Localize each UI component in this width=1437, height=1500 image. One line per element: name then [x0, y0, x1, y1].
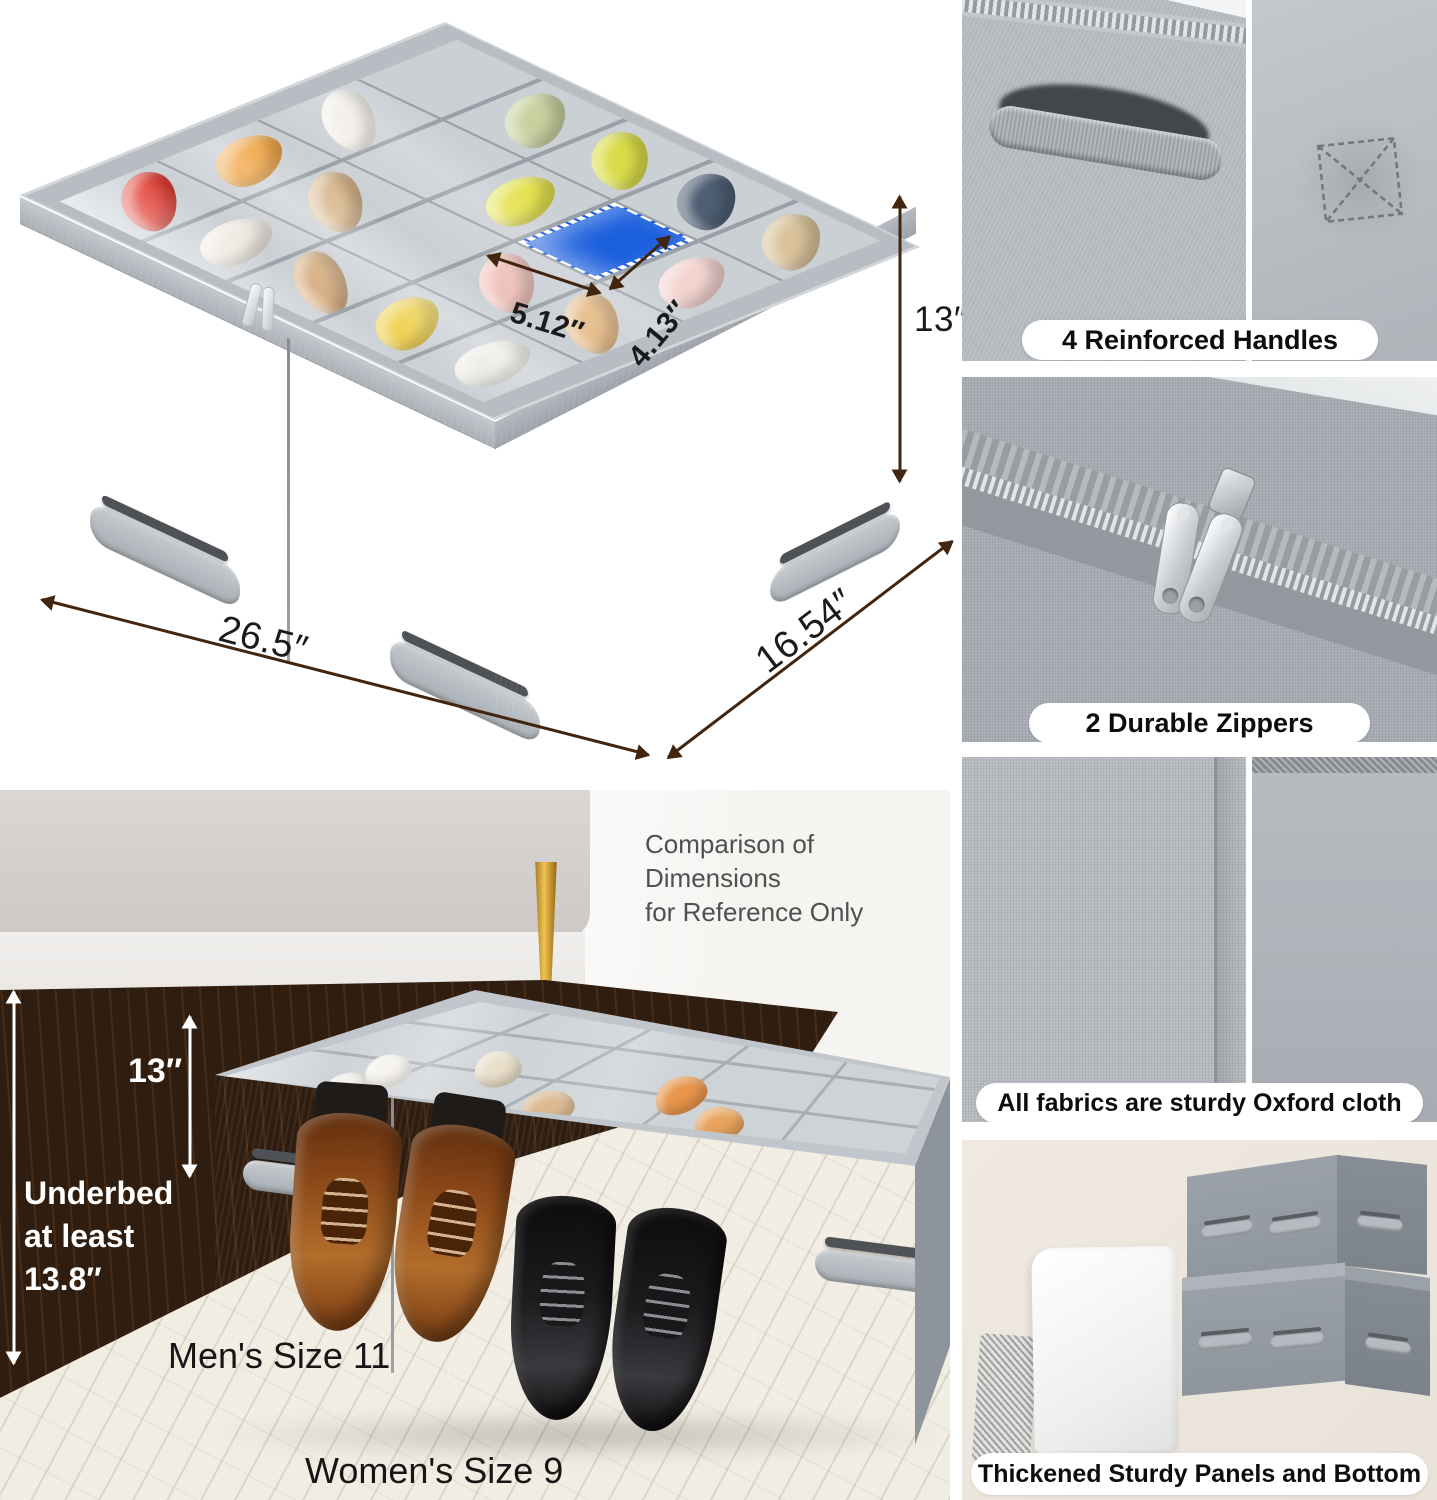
bed-mattress — [0, 790, 590, 940]
box-handle — [1365, 1336, 1411, 1356]
shoe-cream — [471, 1047, 525, 1091]
shoe-laces — [319, 1176, 371, 1246]
handle-closeup-photo — [962, 0, 1246, 361]
shoe-yellow — [362, 288, 450, 357]
shoe-lime — [471, 168, 569, 233]
height-arrow — [898, 196, 902, 482]
underbed-line1: Underbed — [24, 1175, 174, 1211]
shoe-denim — [667, 165, 745, 236]
caption-boards: Thickened Sturdy Panels and Bottom — [971, 1453, 1428, 1495]
fabric-edge-shade — [1217, 757, 1246, 1122]
comparison-note-line2: for Reference Only — [645, 896, 864, 927]
underbed-line2: at least — [24, 1217, 135, 1254]
stacked-box-bottom-front — [1182, 1275, 1345, 1396]
caption-fabric: All fabrics are sturdy Oxford cloth — [976, 1083, 1423, 1122]
stacked-box-bottom-side — [1345, 1279, 1430, 1396]
box-handle — [1201, 1219, 1253, 1240]
stacked-box-top-side — [1337, 1155, 1427, 1275]
lid-zipper-pull — [261, 286, 275, 332]
scene-box-height-arrow — [188, 1016, 192, 1177]
box-shadow — [200, 1410, 950, 1460]
shoe-offwhite — [438, 332, 546, 395]
shoe-beige — [303, 163, 365, 238]
shoe-lightgreen — [493, 84, 576, 154]
box-handle — [1269, 1215, 1321, 1237]
underbed-label: Underbed at least 13.8″ — [24, 1172, 173, 1301]
underbed-clearance-arrow — [12, 991, 16, 1364]
front-zipper-seam — [287, 337, 290, 664]
fabric-binding-strip — [1252, 757, 1437, 773]
fabric-seam — [1214, 757, 1217, 1122]
shoe-lime-2 — [584, 124, 656, 196]
shoe-khaki — [753, 206, 831, 277]
fabric-closeup-right — [1252, 757, 1437, 1122]
shoe-lightpink — [645, 248, 738, 316]
box-handle — [1198, 1332, 1252, 1351]
front-left-handle — [90, 500, 240, 611]
shoe-white-sneaker — [320, 82, 376, 157]
feature-panel-zippers: 2 Durable Zippers — [962, 377, 1437, 742]
underbed-line3: 13.8″ — [24, 1260, 102, 1297]
womens-black-shoe — [505, 1180, 618, 1425]
scene-box-height-label: 13″ — [128, 1052, 183, 1090]
shoe-tan — [291, 244, 349, 320]
womens-size-label: Women's Size 9 — [305, 1450, 564, 1491]
shoe-orange — [202, 126, 295, 194]
mens-size-label: Men's Size 11 — [168, 1335, 391, 1376]
caption-handles: 4 Reinforced Handles — [1022, 320, 1378, 360]
comparison-note: Comparison of Dimensions for Reference O… — [645, 828, 950, 929]
stitch-closeup-photo — [1252, 0, 1437, 361]
bed-leg-gold — [535, 862, 557, 994]
comparison-note-line1: Comparison of Dimensions — [645, 829, 815, 893]
feature-panel-boards: Thickened Sturdy Panels and Bottom — [962, 1140, 1437, 1500]
shoe-red — [115, 164, 182, 237]
feature-panel-handles: 4 Reinforced Handles — [962, 0, 1437, 361]
feature-panel-fabric: All fabrics are sturdy Oxford cloth — [962, 757, 1437, 1122]
insert-board — [1031, 1245, 1179, 1455]
underbed-scene: Comparison of Dimensions for Reference O… — [0, 790, 950, 1500]
box-handle — [1270, 1331, 1324, 1350]
shoe-white — [182, 209, 286, 273]
shoe-laces — [538, 1260, 587, 1328]
product-shot: 26.5″ 16.54″ 13″ 5.12″ 4.13″ — [0, 0, 966, 785]
x-box-stitch-icon — [1316, 136, 1404, 224]
fabric-closeup-left — [962, 757, 1246, 1122]
height-label: 13″ — [914, 300, 967, 339]
mesh-fabric-patch — [971, 1333, 1039, 1467]
box-handle — [1357, 1215, 1403, 1233]
caption-zippers: 2 Durable Zippers — [1029, 703, 1370, 742]
